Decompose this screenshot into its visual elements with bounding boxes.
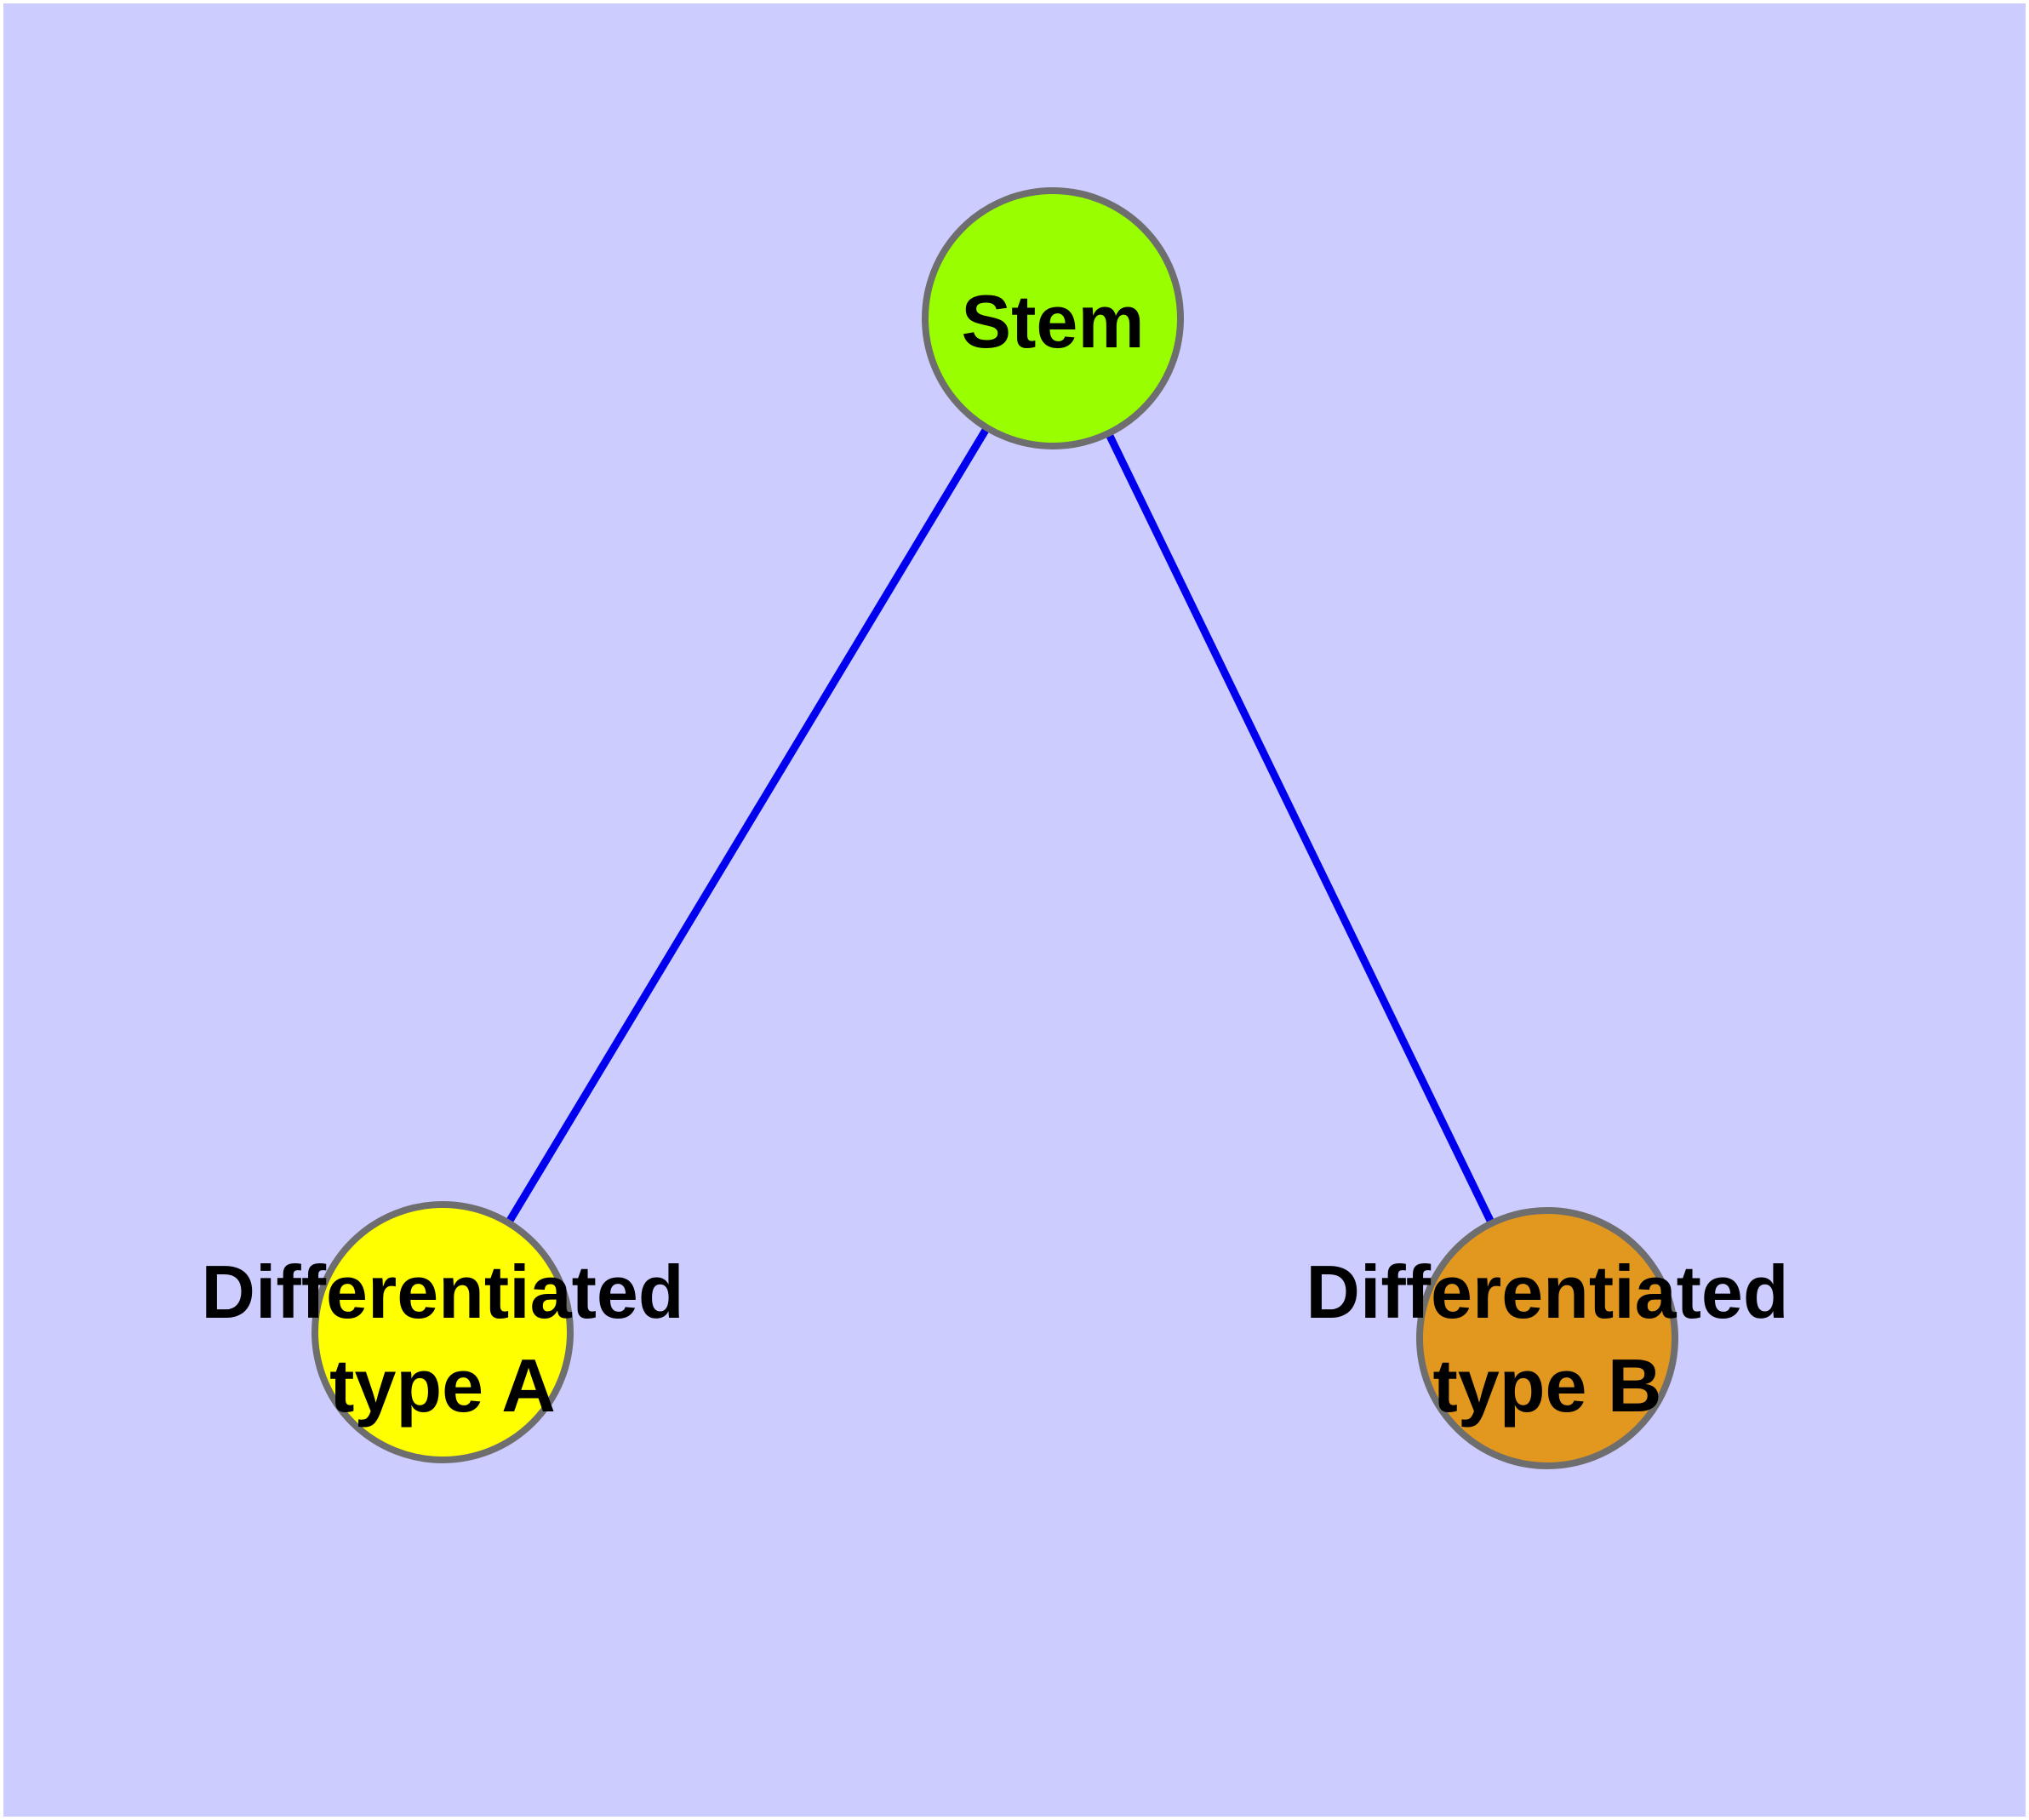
node-differentiated-type-b xyxy=(1416,1207,1678,1469)
node-type-a-label-line2: type A xyxy=(329,1343,556,1428)
node-stem xyxy=(922,187,1184,449)
node-differentiated-type-a xyxy=(311,1201,574,1463)
node-type-b-label-line1: Differentiated xyxy=(1306,1250,1788,1334)
node-type-a-label-line1: Differentiated xyxy=(201,1250,683,1334)
edge-stem-to-type-b xyxy=(1049,317,1552,1340)
node-stem-label: Stem xyxy=(961,279,1144,363)
edge-stem-to-type-a xyxy=(439,316,1056,1335)
node-type-b-label-line2: type B xyxy=(1433,1343,1662,1428)
